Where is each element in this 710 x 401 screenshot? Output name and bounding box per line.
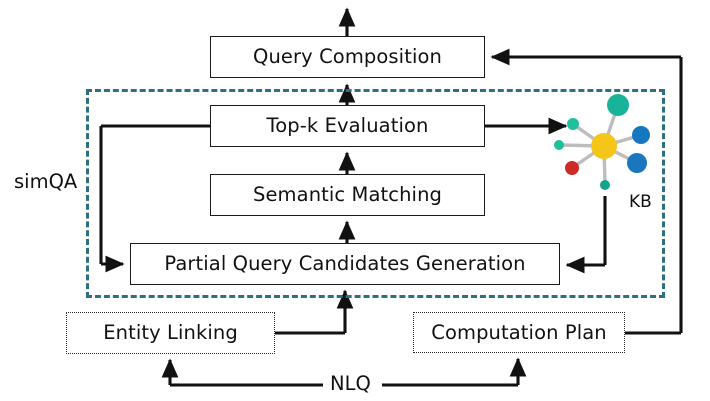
node-top-k-evaluation-label: Top-k Evaluation xyxy=(266,114,429,138)
kb-graph-nodes xyxy=(554,94,650,190)
node-semantic-matching-label: Semantic Matching xyxy=(252,183,443,207)
node-computation-plan-label: Computation Plan xyxy=(431,320,607,344)
kb-node-blue-right-upper xyxy=(632,126,650,144)
node-semantic-matching[interactable]: Semantic Matching xyxy=(210,174,485,216)
node-entity-linking[interactable]: Entity Linking xyxy=(66,312,275,354)
node-query-composition[interactable]: Query Composition xyxy=(210,36,485,78)
node-computation-plan[interactable]: Computation Plan xyxy=(413,312,625,353)
simqa-boundary xyxy=(86,89,665,298)
node-top-k-evaluation[interactable]: Top-k Evaluation xyxy=(210,105,485,147)
node-query-composition-label: Query Composition xyxy=(253,45,442,69)
kb-node-red-lower-left xyxy=(565,161,579,175)
kb-node-teal-large-top xyxy=(607,94,629,116)
kb-graph xyxy=(554,94,650,190)
node-entity-linking-label: Entity Linking xyxy=(103,321,238,345)
kb-label: KB xyxy=(629,192,652,212)
node-partial-query-candidates-generation-label: Partial Query Candidates Generation xyxy=(164,252,526,276)
kb-node-teal-small-bottom xyxy=(600,180,610,190)
kb-node-teal-small-left xyxy=(554,140,564,150)
nlq-input-label: NLQ xyxy=(323,374,378,394)
simqa-boundary-label: simQA xyxy=(14,170,78,193)
kb-node-blue-right-lower xyxy=(627,153,647,173)
kb-node-hub xyxy=(591,133,617,159)
node-partial-query-candidates-generation[interactable]: Partial Query Candidates Generation xyxy=(130,243,560,285)
kb-node-teal-small-upper-left xyxy=(567,118,579,130)
